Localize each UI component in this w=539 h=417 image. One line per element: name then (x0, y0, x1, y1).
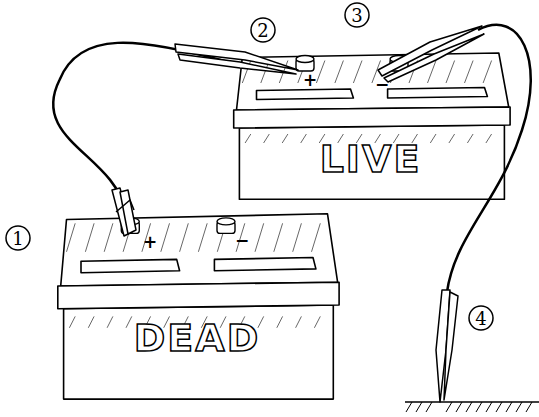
jumper-cable (53, 43, 228, 210)
battery-slot (388, 88, 488, 99)
ground-hatch (406, 402, 532, 412)
battery-terminal (217, 218, 235, 225)
callout-circle (469, 306, 493, 330)
callout-circle (251, 18, 275, 42)
battery-slot (257, 89, 354, 100)
battery-lip (58, 282, 339, 309)
callout-number: 3 (351, 5, 362, 26)
clamp (444, 292, 458, 400)
battery: LIVE (228, 50, 513, 200)
terminal-sign: + (143, 232, 157, 252)
callout-number: 4 (475, 308, 486, 329)
battery: DEAD (52, 210, 342, 400)
battery-label: LIVE (228, 137, 513, 181)
shading (242, 61, 491, 144)
battery-outline (52, 210, 342, 400)
terminal-sign: − (235, 230, 249, 250)
clamp-spring (116, 200, 134, 212)
battery-lip (234, 107, 510, 128)
terminal-sign: − (375, 74, 389, 94)
callout-number: 1 (12, 228, 23, 249)
battery-slot (81, 259, 180, 272)
clamp (120, 190, 136, 234)
shading (67, 223, 321, 327)
battery-terminal (121, 218, 139, 225)
callout-circle (345, 3, 369, 27)
terminal-sign: + (303, 70, 317, 90)
battery-terminal (390, 56, 408, 63)
battery-terminal (296, 56, 314, 63)
battery-slot (214, 258, 316, 271)
callout-number: 2 (257, 20, 268, 41)
callout-circle (6, 226, 30, 250)
battery-label: DEAD (52, 316, 342, 360)
